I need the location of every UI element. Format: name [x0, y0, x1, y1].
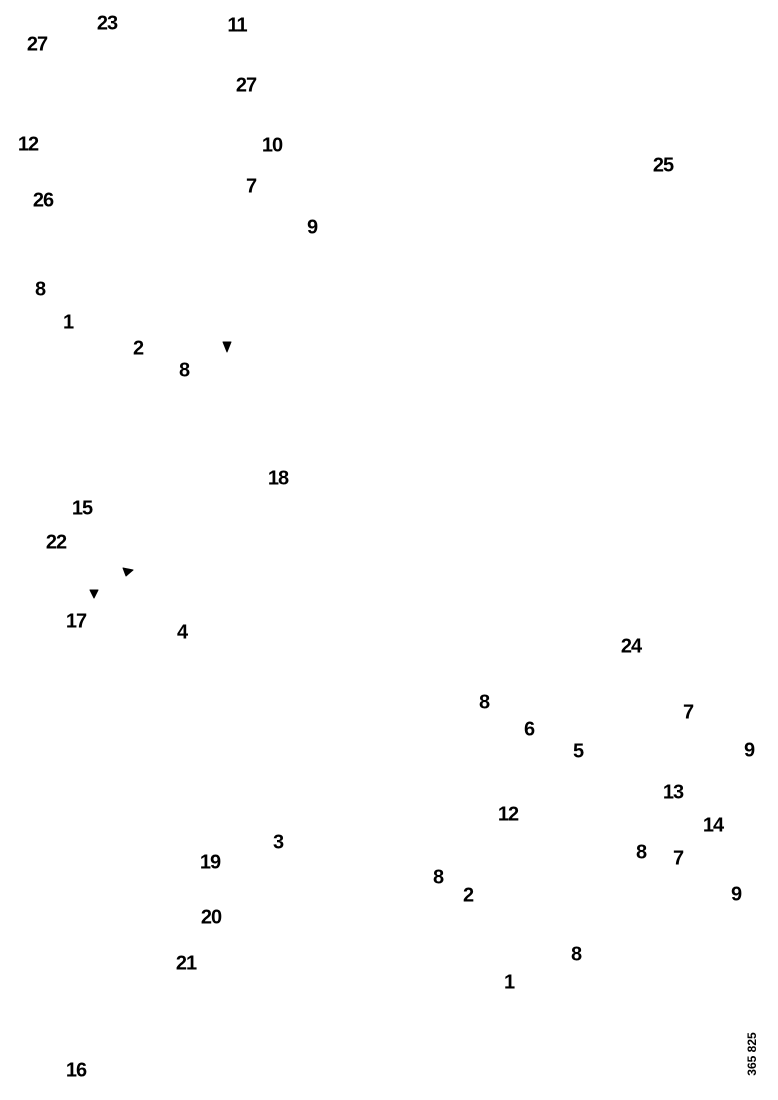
inset-arrowhead [176, 586, 192, 604]
bushing-housing-1-drawing [77, 250, 135, 305]
bump-stop-22-drawing [80, 541, 108, 565]
panel-borders [12, 9, 644, 562]
clamp-17-drawing [131, 572, 176, 646]
top-right-detail-illustration [569, 29, 652, 142]
bolt-3-head-drawing [233, 886, 253, 897]
nut-12-drawing [35, 163, 53, 177]
spring-pin-7-drawing [194, 194, 264, 245]
bracket-23-drawing [98, 24, 168, 196]
bottom-left-detail-illustration [80, 437, 306, 1070]
bushing-2d-drawing [465, 843, 509, 883]
top-left-box-border [12, 9, 364, 402]
bushing-2-drawing [134, 296, 180, 334]
bracket-24-drawing [558, 564, 604, 596]
bushing-6-drawing [486, 746, 530, 786]
clamp-plate-drawing [492, 911, 516, 957]
shackle-5-drawing [534, 788, 594, 844]
chassis-bracket-drawing [498, 250, 596, 277]
shock-absorber-drawing [555, 296, 577, 374]
plate-19-drawing [113, 857, 187, 895]
nut-16-drawing [102, 1054, 124, 1070]
bushing-21-drawing [144, 950, 162, 968]
spring-pin-7-lower-drawing [622, 857, 686, 909]
front-bracket-drawing [347, 433, 416, 523]
center-assembly-illustration [347, 230, 730, 532]
rear-bracket-drawing [679, 230, 719, 331]
axle-pad-drawing [105, 986, 193, 1033]
leader-lines [176, 423, 399, 604]
bushing-housing-1d-drawing [514, 870, 572, 924]
block-20-drawing [117, 887, 190, 923]
u-bolt-15-drawing [112, 438, 158, 568]
bottom-right-detail-illustration [443, 564, 732, 962]
shackle-18-drawing [210, 477, 272, 510]
figure-number: 365 825 [745, 1032, 759, 1076]
top-left-detail-illustration [35, 24, 301, 363]
